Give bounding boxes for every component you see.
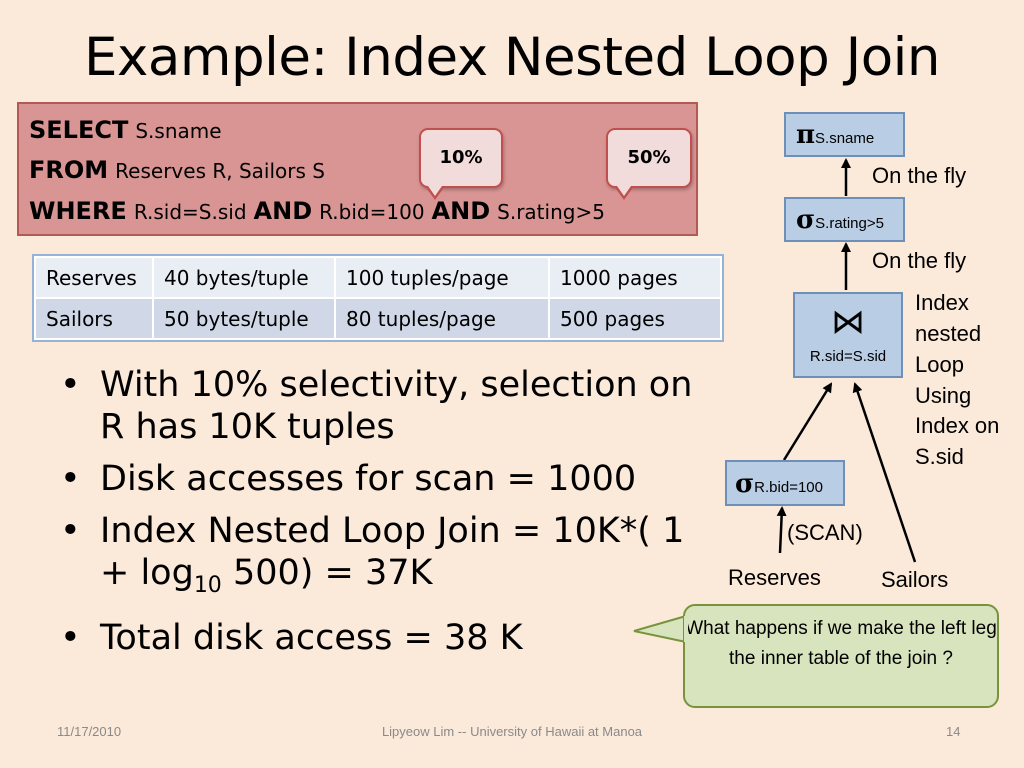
log-base: 10	[193, 573, 222, 598]
select-value: S.sname	[135, 119, 222, 143]
footer-author: Lipyeow Lim -- University of Hawaii at M…	[381, 724, 643, 739]
and-keyword: AND	[253, 197, 313, 225]
bullet-text: 500) = 37K	[221, 553, 433, 593]
reserves-leaf: Reserves	[728, 565, 821, 590]
relation-stats-table: Reserves 40 bytes/tuple 100 tuples/page …	[32, 254, 724, 342]
selection-predicate: R.bid=100	[754, 479, 823, 496]
table-cell: 100 tuples/page	[334, 256, 550, 299]
rating-selection-node: σS.rating>5	[784, 197, 905, 242]
note-line: Index on	[915, 413, 1000, 438]
bullet-list: With 10% selectivity, selection on R has…	[56, 364, 716, 669]
edge-reserves-to-selection	[776, 506, 787, 554]
table-cell: 80 tuples/page	[334, 297, 550, 340]
table-row: Reserves 40 bytes/tuple 100 tuples/page …	[34, 256, 722, 299]
note-line: Loop	[915, 352, 964, 377]
select-keyword: SELECT	[29, 116, 129, 144]
bullet-text: Disk accesses for scan = 1000	[100, 459, 637, 499]
table-row: Sailors 50 bytes/tuple 80 tuples/page 50…	[34, 297, 722, 340]
sailors-leaf: Sailors	[881, 567, 949, 592]
join-node: ⋈ R.sid=S.sid	[793, 292, 903, 378]
pi-symbol: π	[796, 120, 816, 150]
edge-selection-to-join	[782, 382, 833, 461]
note-line: Using	[915, 383, 972, 408]
list-item: With 10% selectivity, selection on R has…	[56, 364, 716, 448]
list-item: Disk accesses for scan = 1000	[56, 458, 716, 500]
page-number: 14	[946, 724, 961, 739]
note-line: S.sid	[915, 444, 964, 469]
where-rating-predicate: S.rating>5	[497, 200, 605, 224]
sql-from-line: FROM Reserves R, Sailors S	[29, 156, 325, 186]
projection-node: πS.sname	[784, 112, 905, 157]
bowtie-join-icon: ⋈	[831, 302, 865, 342]
table-cell: 40 bytes/tuple	[152, 256, 336, 299]
on-the-fly-label: On the fly	[872, 248, 967, 273]
list-item: Total disk access = 38 K	[56, 617, 716, 659]
question-callout-pointer	[633, 614, 687, 644]
sigma-symbol: σ	[796, 205, 816, 235]
scan-label: (SCAN)	[787, 520, 863, 545]
on-the-fly-label: On the fly	[872, 163, 967, 188]
bullet-text: Total disk access = 38 K	[100, 618, 523, 658]
from-value: Reserves R, Sailors S	[115, 159, 325, 183]
where-keyword: WHERE	[29, 197, 127, 225]
and-keyword: AND	[431, 197, 491, 225]
note-line: nested	[915, 321, 982, 346]
note-line: Index	[915, 290, 969, 315]
projection-attr: S.sname	[815, 130, 875, 147]
callout-label: 10%	[439, 147, 483, 168]
table-cell: Sailors	[34, 297, 154, 340]
selection-predicate: S.rating>5	[815, 215, 884, 232]
sigma-symbol: σ	[735, 469, 755, 499]
sql-select-line: SELECT S.sname	[29, 116, 222, 146]
question-text: What happens if we make the left leg the…	[685, 618, 997, 669]
table-cell: Reserves	[34, 256, 154, 299]
slide-title: Example: Index Nested Loop Join	[84, 27, 940, 88]
edge-sailors-to-join	[852, 382, 917, 563]
list-item: Index Nested Loop Join = 10K*( 1 + log10…	[56, 510, 716, 607]
join-condition: R.sid=S.sid	[809, 348, 887, 365]
bullet-text: With 10% selectivity, selection on R has…	[100, 365, 693, 447]
callout-label: 50%	[627, 147, 671, 168]
selectivity-callout-rating: 50%	[606, 128, 692, 188]
footer-date: 11/17/2010	[57, 724, 122, 739]
from-keyword: FROM	[29, 156, 109, 184]
bullet-text: Index Nested Loop Join = 10K*( 1 + log	[100, 511, 685, 593]
table-cell: 1000 pages	[548, 256, 722, 299]
selectivity-callout-bid: 10%	[419, 128, 503, 188]
bid-selection-node: σR.bid=100	[725, 460, 845, 506]
sql-where-line: WHERE R.sid=S.sid AND R.bid=100 AND S.ra…	[29, 197, 605, 227]
where-join-predicate: R.sid=S.sid	[133, 200, 247, 224]
question-callout: What happens if we make the left leg the…	[683, 604, 999, 708]
where-bid-predicate: R.bid=100	[319, 200, 425, 224]
table-cell: 50 bytes/tuple	[152, 297, 336, 340]
sql-query-box: SELECT S.sname FROM Reserves R, Sailors …	[17, 102, 698, 236]
table-cell: 500 pages	[548, 297, 722, 340]
